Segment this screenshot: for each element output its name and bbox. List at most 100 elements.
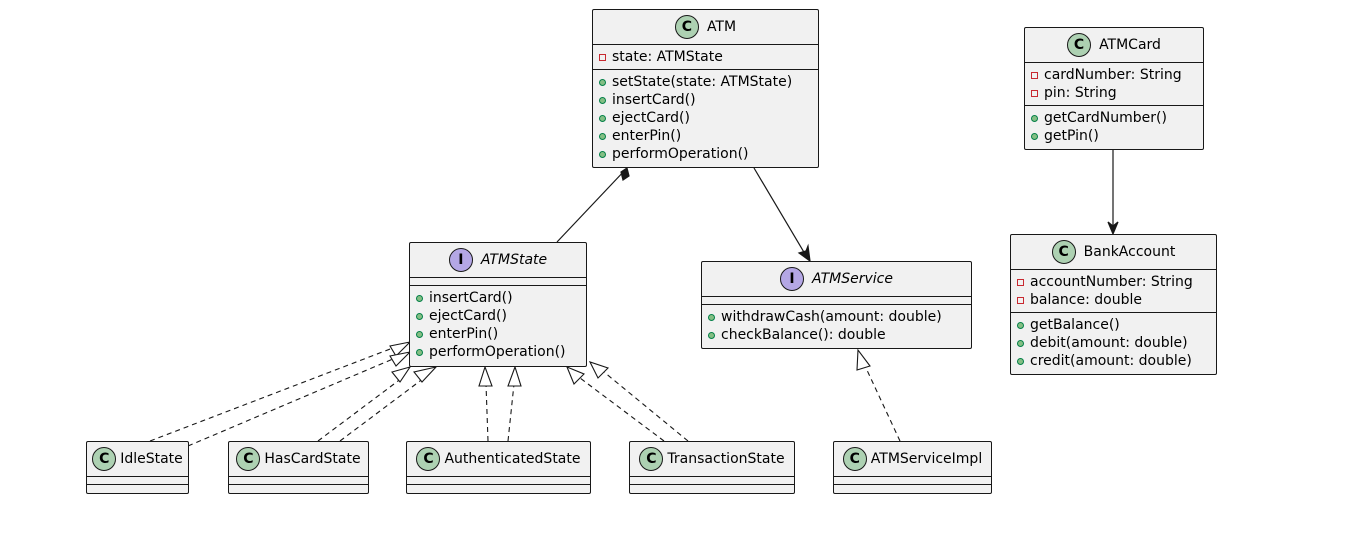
class-authenticatedstate[interactable]: C AuthenticatedState — [406, 441, 591, 494]
public-icon — [708, 313, 715, 321]
method-item: performOperation() — [599, 145, 812, 163]
class-bankaccount[interactable]: C BankAccount accountNumber: String bala… — [1010, 234, 1217, 375]
association-atm-atmservice — [753, 167, 809, 260]
realization-idlestate — [187, 355, 401, 447]
method-item: debit(amount: double) — [1017, 334, 1210, 352]
public-icon — [1017, 357, 1024, 365]
realization-hascardstate — [339, 377, 425, 442]
class-c-icon: C — [674, 15, 699, 39]
method-item: enterPin() — [416, 325, 580, 343]
class-atm[interactable]: C ATM state: ATMState setState(state: AT… — [592, 9, 819, 168]
methods-section — [630, 485, 794, 492]
class-c-icon: C — [416, 447, 441, 471]
private-icon — [599, 53, 606, 61]
class-name: AuthenticatedState — [444, 451, 581, 467]
class-idlestate[interactable]: C IdleState — [86, 441, 189, 494]
method-item: checkBalance(): double — [708, 326, 965, 344]
methods-section: setState(state: ATMState) insertCard() e… — [593, 70, 818, 166]
method-item: insertCard() — [599, 91, 812, 109]
public-icon — [416, 330, 423, 338]
realization-triangle — [565, 365, 585, 385]
class-header: C TransactionState — [630, 442, 794, 477]
public-icon — [708, 331, 715, 339]
realization-authenticatedstate — [485, 383, 489, 442]
class-header: C AuthenticatedState — [407, 442, 590, 477]
class-header: C BankAccount — [1011, 235, 1216, 270]
class-header: I ATMService — [702, 262, 971, 297]
class-header: I ATMState — [410, 243, 586, 278]
method-item: getBalance() — [1017, 316, 1210, 334]
public-icon — [1017, 321, 1024, 329]
method-item: withdrawCash(amount: double) — [708, 308, 965, 326]
public-icon — [599, 132, 606, 140]
fields-section — [229, 477, 368, 485]
class-header: C HasCardState — [229, 442, 368, 477]
public-icon — [1031, 132, 1038, 140]
public-icon — [599, 114, 606, 122]
class-atmcard[interactable]: C ATMCard cardNumber: String pin: String… — [1024, 27, 1204, 150]
realization-triangle — [588, 361, 610, 379]
realization-hascardstate — [317, 377, 403, 442]
public-icon — [599, 78, 606, 86]
methods-section — [407, 485, 590, 492]
association-arrowhead — [1107, 221, 1119, 236]
public-icon — [599, 96, 606, 104]
public-icon — [1031, 114, 1038, 122]
methods-section: withdrawCash(amount: double) checkBalanc… — [702, 305, 971, 347]
fields-section — [702, 297, 971, 305]
class-c-icon: C — [1067, 33, 1092, 57]
class-atmserviceimpl[interactable]: C ATMServiceImpl — [833, 441, 992, 494]
realization-triangle — [391, 366, 412, 383]
fields-section — [407, 477, 590, 485]
association-arrowhead — [797, 243, 811, 263]
class-c-icon: C — [1051, 240, 1076, 264]
class-name: ATM — [706, 19, 737, 35]
class-transactionstate[interactable]: C TransactionState — [629, 441, 795, 494]
class-hascardstate[interactable]: C HasCardState — [228, 441, 369, 494]
field-item: cardNumber: String — [1031, 66, 1197, 84]
realization-triangle — [478, 365, 493, 387]
composition-atm-atmstate — [556, 167, 628, 243]
realization-idlestate — [149, 345, 399, 442]
field-item: accountNumber: String — [1017, 273, 1210, 291]
class-name: ATMCard — [1099, 37, 1161, 53]
interface-atmservice[interactable]: I ATMService withdrawCash(amount: double… — [701, 261, 972, 349]
interface-atmstate[interactable]: I ATMState insertCard() ejectCard() ente… — [409, 242, 587, 367]
realization-transactionstate — [603, 371, 689, 442]
fields-section: accountNumber: String balance: double — [1011, 270, 1216, 313]
class-name: TransactionState — [667, 451, 785, 467]
public-icon — [416, 294, 423, 302]
method-item: ejectCard() — [599, 109, 812, 127]
field-item: pin: String — [1031, 84, 1197, 102]
private-icon — [1031, 89, 1038, 97]
class-header: C IdleState — [87, 442, 188, 477]
fields-section — [87, 477, 188, 485]
public-icon — [599, 150, 606, 158]
public-icon — [1017, 339, 1024, 347]
realization-triangle — [413, 366, 438, 383]
composition-diamond — [620, 167, 630, 181]
class-header: C ATMServiceImpl — [834, 442, 991, 477]
public-icon — [416, 348, 423, 356]
method-item: getPin() — [1031, 127, 1197, 145]
fields-section — [834, 477, 991, 485]
class-c-icon: C — [842, 447, 867, 471]
methods-section — [229, 485, 368, 492]
interface-name: ATMState — [480, 252, 548, 268]
method-item: insertCard() — [416, 289, 580, 307]
private-icon — [1017, 278, 1024, 286]
class-c-icon: C — [639, 447, 664, 471]
field-item: state: ATMState — [599, 48, 812, 66]
methods-section — [87, 485, 188, 492]
realization-triangle — [389, 341, 412, 357]
fields-section: cardNumber: String pin: String — [1025, 63, 1203, 106]
class-c-icon: C — [92, 447, 117, 471]
realization-atmserviceimpl — [865, 367, 901, 442]
methods-section — [834, 485, 991, 492]
private-icon — [1017, 296, 1024, 304]
class-name: IdleState — [120, 451, 183, 467]
methods-section: insertCard() ejectCard() enterPin() perf… — [410, 286, 586, 364]
method-item: performOperation() — [416, 343, 580, 361]
method-item: ejectCard() — [416, 307, 580, 325]
